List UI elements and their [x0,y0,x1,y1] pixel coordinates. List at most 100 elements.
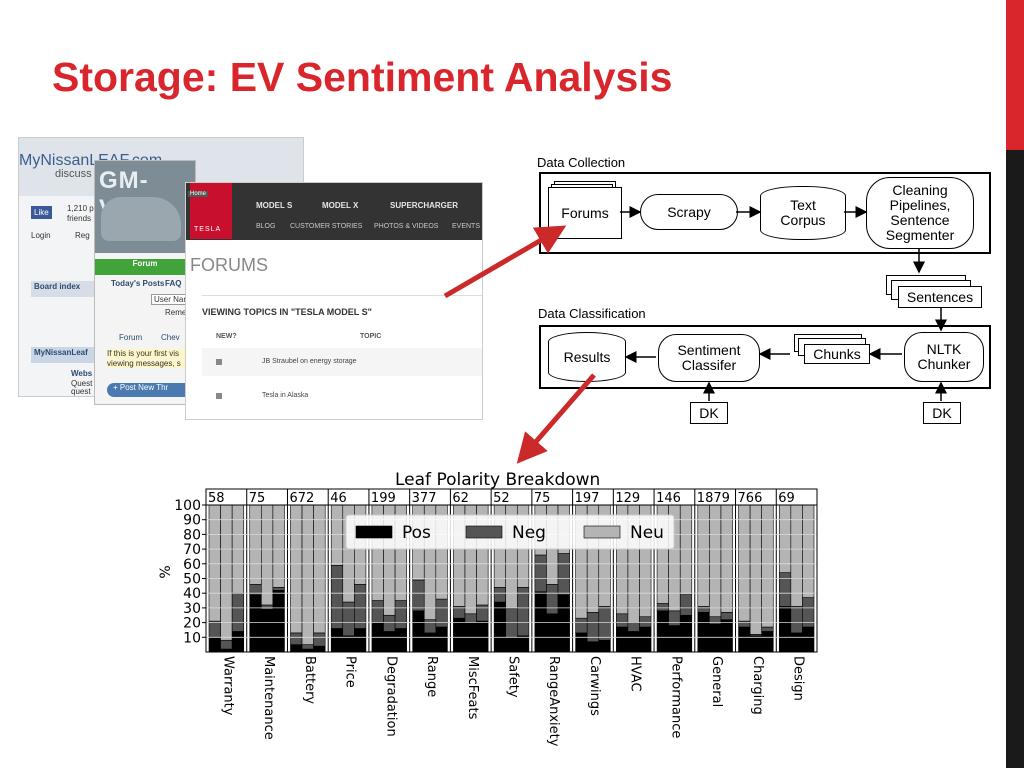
tesla-forum-screenshot: Home TESLA MODEL S MODEL X SUPERCHARGER … [185,182,483,420]
bar-degradation-1-neg [371,600,384,623]
chunks-node: Chunks [804,344,870,364]
volt-forum-tab[interactable]: Forum [95,259,195,275]
tesla-subnav-stories[interactable]: CUSTOMER STORIES [290,223,363,230]
category-label-range: Range [424,656,439,697]
bar-performance-3-neu [679,504,693,595]
bar-general-2-neu [709,504,722,618]
tesla-topic-icon-2 [216,393,222,399]
sentences-label: Sentences [906,288,974,305]
bar-miscfeats-2-neg [464,613,477,623]
bar-carwings-3-pos [598,639,611,653]
nissan-webs[interactable]: Webs [71,369,93,378]
count-label-hvac: 129 [615,491,640,506]
bar-carwings-1-neg [575,617,588,634]
facebook-like-button[interactable]: Like [31,206,52,219]
bar-battery-2-neu [301,504,314,645]
bar-general-1-neu [697,504,710,607]
bar-rangeanxiety-1-neg [534,554,547,593]
bar-design-3-neu [802,504,815,598]
category-label-maintenance: Maintenance [261,656,276,740]
count-label-design: 69 [778,491,795,506]
category-label-rangeanxiety: RangeAnxiety [546,656,561,747]
bar-battery-2-neg [301,644,314,650]
bar-hvac-2-neg [627,622,640,632]
bar-price-3-neg [354,584,367,629]
bar-charging-3-neu [761,504,774,628]
bar-miscfeats-1-pos [453,617,466,653]
bar-general-1-neg [697,606,710,613]
bar-rangeanxiety-2-pos [546,613,559,653]
bar-general-1-pos [697,612,710,653]
category-label-safety: Safety [506,656,521,698]
bar-performance-2-neg [668,610,681,626]
bar-maintenance-2-neg [261,604,274,610]
count-label-charging: 766 [738,491,763,506]
bar-general-3-neu [720,504,733,613]
count-label-general: 1879 [697,491,730,506]
nissan-quest2: quest [71,387,91,396]
bar-battery-1-neu [290,504,303,634]
volt-crumb-chev[interactable]: Chev [161,333,180,342]
bar-charging-1-pos [738,626,751,653]
bar-safety-3-neg [516,587,530,637]
tesla-forums-heading: FORUMS [190,255,268,275]
bar-battery-3-pos [313,645,326,653]
tesla-topic-link-2[interactable]: Tesla in Alaska [262,392,309,399]
bar-performance-1-pos [656,610,669,653]
bar-maintenance-2-pos [261,609,274,653]
legend-box [345,514,675,550]
bar-charging-1-neg [738,620,751,628]
bar-performance-3-neg [679,594,693,616]
cleaning-label-1: Cleaning [892,182,948,198]
text-corpus-label-2: Corpus [780,212,826,228]
sentiment-label-1: Sentiment [677,342,741,358]
count-label-battery: 672 [289,491,314,506]
tesla-nav-model-x[interactable]: MODEL X [322,201,359,210]
count-label-maintenance: 75 [249,491,266,506]
bar-charging-3-pos [761,631,774,653]
bar-battery-3-neg [313,632,326,647]
count-label-warranty: 58 [208,491,225,506]
bar-rangeanxiety-3-neg [557,553,570,595]
tesla-home-link[interactable]: Home [188,191,209,197]
text-corpus-node: Text Corpus [760,186,846,240]
count-label-range: 377 [412,491,437,506]
bar-battery-1-pos [290,644,303,653]
tesla-topic-link-1[interactable]: JB Straubel on energy storage [262,358,357,365]
volt-remember[interactable]: Remem [165,308,194,317]
bar-safety-1-pos [493,601,507,653]
sentiment-label-2: Classifer [681,357,737,373]
cleaning-label-2: Pipelines, [889,197,951,213]
tesla-subnav-blog[interactable]: BLOG [256,223,276,230]
volt-crumb-forum[interactable]: Forum [119,333,143,342]
bar-charging-1-neu [738,504,751,622]
legend-label-neg: Neg [512,523,546,543]
bar-degradation-2-neg [383,614,396,632]
nissan-register-link[interactable]: Reg [75,231,90,240]
tesla-nav-model-s[interactable]: MODEL S [256,201,293,210]
legend-swatch-neg [465,525,503,539]
volt-todays-posts[interactable]: Today's Posts [111,279,165,288]
bar-safety-2-pos [505,636,518,653]
y-axis-label: % [158,565,174,578]
bar-price-2-pos [342,635,355,653]
bar-performance-3-pos [679,614,693,653]
tesla-topics-heading: VIEWING TOPICS IN "TESLA MODEL S" [202,307,372,317]
bar-charging-3-neg [761,626,774,632]
bar-maintenance-1-neu [249,504,262,585]
tesla-subnav-photos[interactable]: PHOTOS & VIDEOS [374,223,439,230]
slide-title: Storage: EV Sentiment Analysis [52,54,673,100]
bar-degradation-3-neg [394,600,407,629]
tesla-nav-supercharger[interactable]: SUPERCHARGER [390,201,459,210]
cleaning-label-3: Sentence [890,212,950,228]
nissan-login-link[interactable]: Login [31,231,51,240]
cleaning-label-4: Segmenter [885,227,955,243]
y-tick-label-50: 50 [183,572,201,588]
bar-warranty-2-neu [220,504,233,641]
tesla-topic-row-1[interactable] [202,348,482,376]
bar-hvac-2-pos [627,631,640,653]
volt-post-new-thread-button[interactable]: + Post New Thr [107,383,195,397]
volt-faq[interactable]: FAQ [165,279,182,288]
y-tick-label-30: 30 [183,601,201,617]
